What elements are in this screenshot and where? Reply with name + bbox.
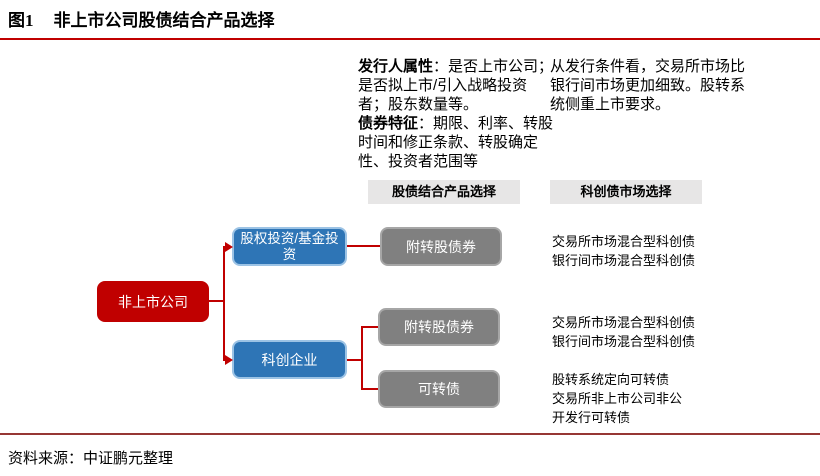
- bottom-divider: [0, 433, 820, 435]
- connector-to-product2: [361, 326, 378, 328]
- top-divider: [0, 38, 820, 40]
- node-unlisted-company: 非上市公司: [97, 281, 209, 322]
- column-header-product-selection: 股债结合产品选择: [368, 180, 520, 204]
- connector-root-vertical: [223, 246, 225, 361]
- connector-root-stub: [209, 300, 225, 302]
- arrow-right-icon: [225, 355, 233, 365]
- annotation-line: 交易所市场混合型科创债: [552, 315, 696, 330]
- arrow-right-icon: [225, 242, 233, 252]
- annotation-line: 银行间市场混合型科创债: [552, 334, 696, 349]
- figure-label: 图1: [8, 11, 34, 30]
- bond-feature-heading: 债券特征: [358, 115, 419, 132]
- annotation-convertible-markets: 股转系统定向可转债 交易所非上市公司非公 开发行可转债: [552, 370, 682, 427]
- column-header-market-selection: 科创债市场选择: [550, 180, 702, 204]
- annotation-branch1-markets: 交易所市场混合型科创债 银行间市场混合型科创债: [552, 232, 695, 270]
- annotation-line: 股转系统定向可转债: [552, 372, 670, 387]
- figure-title: 非上市公司股债结合产品选择: [53, 11, 275, 30]
- market-comparison-note: 从发行条件看，交易所市场比银行间市场更加细致。股转系统侧重上市要求。: [550, 58, 746, 113]
- annotation-line: 银行间市场混合型科创债: [552, 253, 696, 268]
- node-bond-with-share-conversion-bottom: 附转股债券: [378, 308, 500, 346]
- connector-to-product3: [361, 388, 378, 390]
- node-bond-with-share-conversion-top: 附转股债券: [380, 227, 502, 266]
- node-equity-fund-investment: 股权投资/基金投资: [232, 227, 347, 266]
- node-tech-innovation-enterprise: 科创企业: [232, 340, 347, 379]
- connector-branch2-stub: [347, 359, 363, 361]
- figure-title-row: 图1 非上市公司股债结合产品选择: [8, 6, 275, 31]
- annotation-line: 交易所非上市公司非公: [552, 391, 683, 406]
- connector-branch2-vertical: [361, 326, 363, 390]
- source-note: 资料来源：中证鹏元整理: [8, 450, 174, 467]
- issuer-note-body: ：是否上市公司；是否拟上市/引入战略投资者；股东数量等。: [358, 58, 554, 113]
- bond-feature-body: ：期限、利率、转股时间和修正条款、转股确定性、投资者范围等: [358, 115, 554, 170]
- issuer-note-heading: 发行人属性: [358, 58, 434, 75]
- connector-branch1-product: [347, 245, 380, 247]
- annotation-branch2-markets: 交易所市场混合型科创债 银行间市场混合型科创债: [552, 313, 695, 351]
- annotation-line: 开发行可转债: [552, 410, 631, 425]
- annotation-line: 交易所市场混合型科创债: [552, 234, 696, 249]
- issuer-attributes-note: 发行人属性：是否上市公司；是否拟上市/引入战略投资者；股东数量等。 债券特征：期…: [358, 57, 554, 171]
- node-convertible-bond: 可转债: [378, 370, 500, 408]
